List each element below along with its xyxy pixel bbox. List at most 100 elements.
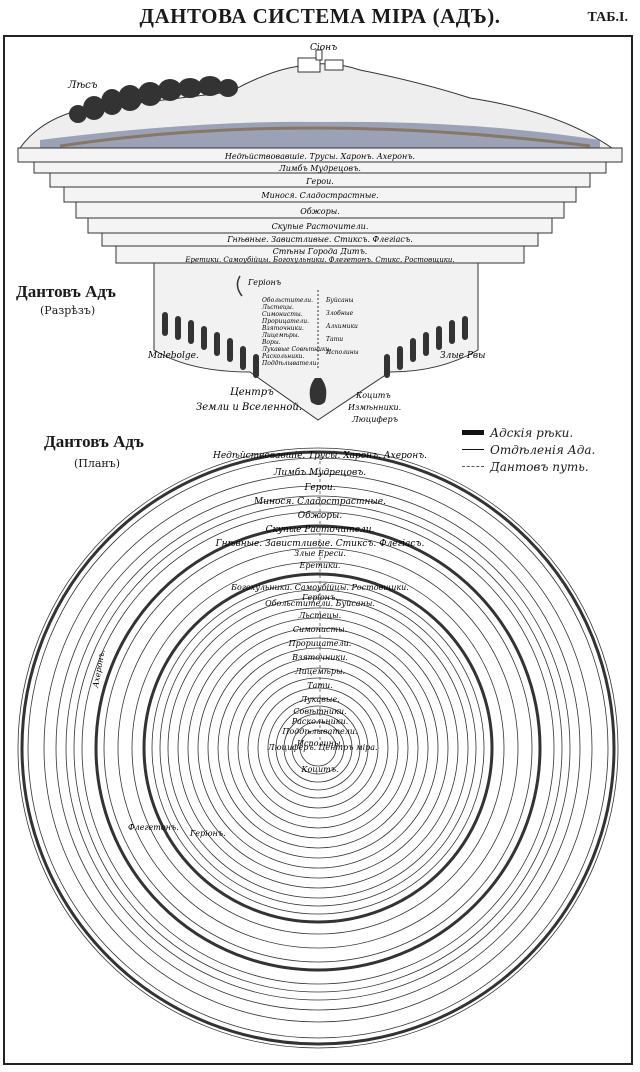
plan-ring-17 <box>187 617 449 879</box>
bowl-right-2: Алхимики <box>325 323 358 330</box>
section-sub: (Разрѣзъ) <box>40 304 96 317</box>
plan-ring-22 <box>237 667 399 829</box>
center-label-1: Центръ <box>230 387 274 398</box>
plan-label: Дантовъ Адъ <box>44 432 144 451</box>
plan-label-0: Недѣйствовавшіе. Трусы. Харонъ. Ахеронъ. <box>212 451 427 461</box>
bowl-left-2: Симонисты. <box>262 311 303 318</box>
plan-ring-13 <box>151 581 485 915</box>
lucifer-label: Люциферъ <box>351 415 398 424</box>
section-level-5: Скупые Расточители. <box>272 222 369 231</box>
plan-label-7: Злые Ереси. <box>294 549 346 558</box>
plan-label-9: Богохульники. Самоубійцы. Ростовщики. <box>230 583 409 592</box>
plan-label-15: Взяточники. <box>291 653 348 662</box>
plan-label-12: Льстецы. <box>298 611 341 620</box>
legend-item-0: Адскія рѣки. <box>462 424 595 441</box>
malebolge-arches <box>162 312 468 378</box>
section-view: Недѣйствовавшіе. Трусы. Харонъ. Ахеронъ.… <box>17 43 623 424</box>
sion-temple <box>297 49 344 73</box>
legend-swatch-0 <box>462 430 484 435</box>
section-level-2: Герои. <box>305 177 334 186</box>
plan-label-1: Лимбъ Мудрецовъ. <box>273 467 366 478</box>
plan-label-10: Геріонъ. <box>301 593 338 602</box>
plan-ring-19 <box>207 637 429 859</box>
plan-ring-6 <box>73 503 563 993</box>
plan-label-2: Герои. <box>303 483 335 493</box>
plan-ring-4 <box>55 485 581 1011</box>
plan-label-20: Раскольники. <box>291 717 349 726</box>
bowl-right-1: Злобные <box>326 310 354 317</box>
plan-ring-23 <box>247 677 389 819</box>
section-level-3: Минося. Сладострастные. <box>260 191 378 200</box>
bowl-left-4: Взяточники. <box>261 325 304 332</box>
plan-ring-7 <box>81 511 555 985</box>
bowl-left-8: Раскольники. <box>261 353 305 360</box>
plan-geryon: Геріонъ. <box>189 829 226 838</box>
section-level-1: Лимбъ Мудрецовъ. <box>278 164 361 173</box>
plan-label-21: Поддѣлыватели. <box>281 727 357 736</box>
legend-item-2: Дантовъ путь. <box>462 458 595 475</box>
bowl-left-5: Лицемѣры. <box>261 332 300 339</box>
plan-ring-1 <box>20 450 616 1046</box>
section-level-6: Гнѣвные. Завистливые. Стиксъ. Флегіасъ. <box>226 235 412 244</box>
plan-label-4: Обжоры. <box>298 510 343 521</box>
plan-ring-12 <box>142 572 494 924</box>
section-label: Дантовъ Адъ <box>16 282 116 301</box>
malebolge-label: Malebolge. <box>147 351 199 361</box>
plan-label-14: Прорицатели. <box>288 639 352 648</box>
frame <box>3 35 633 1065</box>
legend: Адскія рѣки.Отдѣленія Ада.Дантовъ путь. <box>462 424 595 475</box>
traitors-label: Измѣнники. <box>347 403 401 412</box>
bowl-left-1: Льстецы. <box>261 304 294 311</box>
plan-ring-11 <box>131 561 505 935</box>
plan-view <box>17 447 619 1049</box>
section-geryon-label: Геріонъ <box>247 278 281 287</box>
section-levels <box>17 147 623 264</box>
plan-ring-0 <box>17 447 619 1049</box>
plan-ring-25 <box>267 697 369 799</box>
zlye-rvy-label: Злые Рвы <box>440 351 485 361</box>
plan-ring-3 <box>43 473 593 1023</box>
legend-text-2: Дантовъ путь. <box>490 459 589 474</box>
plan-label-17: Тати. <box>307 681 332 690</box>
plan-ring-2 <box>27 457 609 1039</box>
bowl-left-0: Обольстители. <box>262 297 313 304</box>
plan-ring-21 <box>227 657 409 839</box>
lower-bowl <box>153 262 479 421</box>
plan-label-24: Центръ міра. <box>318 743 377 752</box>
bowl-left-3: Прорицатели. <box>261 318 309 325</box>
bowl-left-9: Поддѣлыватели. <box>261 360 318 367</box>
plan-ring-29 <box>299 729 337 767</box>
plate-label: ТАБ.I. <box>587 10 628 25</box>
plan-label-8: Еретики. <box>299 561 341 570</box>
page-title: ДАНТОВА СИСТЕМА МІРА (АДЪ). <box>139 4 501 28</box>
kocit-label: Коцитъ <box>355 391 391 400</box>
plan-label-22: Исполины. <box>296 739 343 748</box>
legend-swatch-2 <box>462 466 484 467</box>
plan-label-25: Коцитъ. <box>300 765 338 774</box>
bowl-right-3: Тати <box>326 336 343 343</box>
plan-ring-10 <box>117 547 519 949</box>
plan-label-18: Лукавые. <box>299 695 339 704</box>
center-label-2: Земли и Вселенной. <box>196 402 302 413</box>
legend-swatch-1 <box>462 449 484 450</box>
bowl-left-6: Воры. <box>261 339 281 346</box>
plan-label-11: Обольстители. Буйсаны. <box>265 599 375 608</box>
plan-label-6: Гнѣвные. Завистливые. Стиксъ. Флегіасъ. <box>215 539 425 549</box>
plan-ring-8 <box>94 524 542 972</box>
plan-label-13: Симонисты. <box>293 625 347 634</box>
plan-ring-24 <box>257 687 379 809</box>
plan-label-23: Люциферъ. <box>267 743 316 752</box>
legend-item-1: Отдѣленія Ада. <box>462 441 595 458</box>
legend-text-0: Адскія рѣки. <box>490 425 574 440</box>
bowl-left-7: Лукавые Совѣтники. <box>261 346 331 353</box>
plan-ring-9 <box>103 533 533 963</box>
plan-ring-15 <box>167 597 469 899</box>
plan-ring-5 <box>65 495 571 1001</box>
plan-ring-26 <box>275 705 361 791</box>
plan-phlegethon: Флегетонъ. <box>128 823 179 832</box>
plan-label-3: Минося. Сладострастные. <box>253 497 386 507</box>
section-level-7: Стѣны Города Дитъ. <box>273 247 368 256</box>
plan-ring-18 <box>197 627 439 869</box>
section-level-8: Еретики. Самоубійцы. Богохульники. Флеге… <box>184 256 454 264</box>
